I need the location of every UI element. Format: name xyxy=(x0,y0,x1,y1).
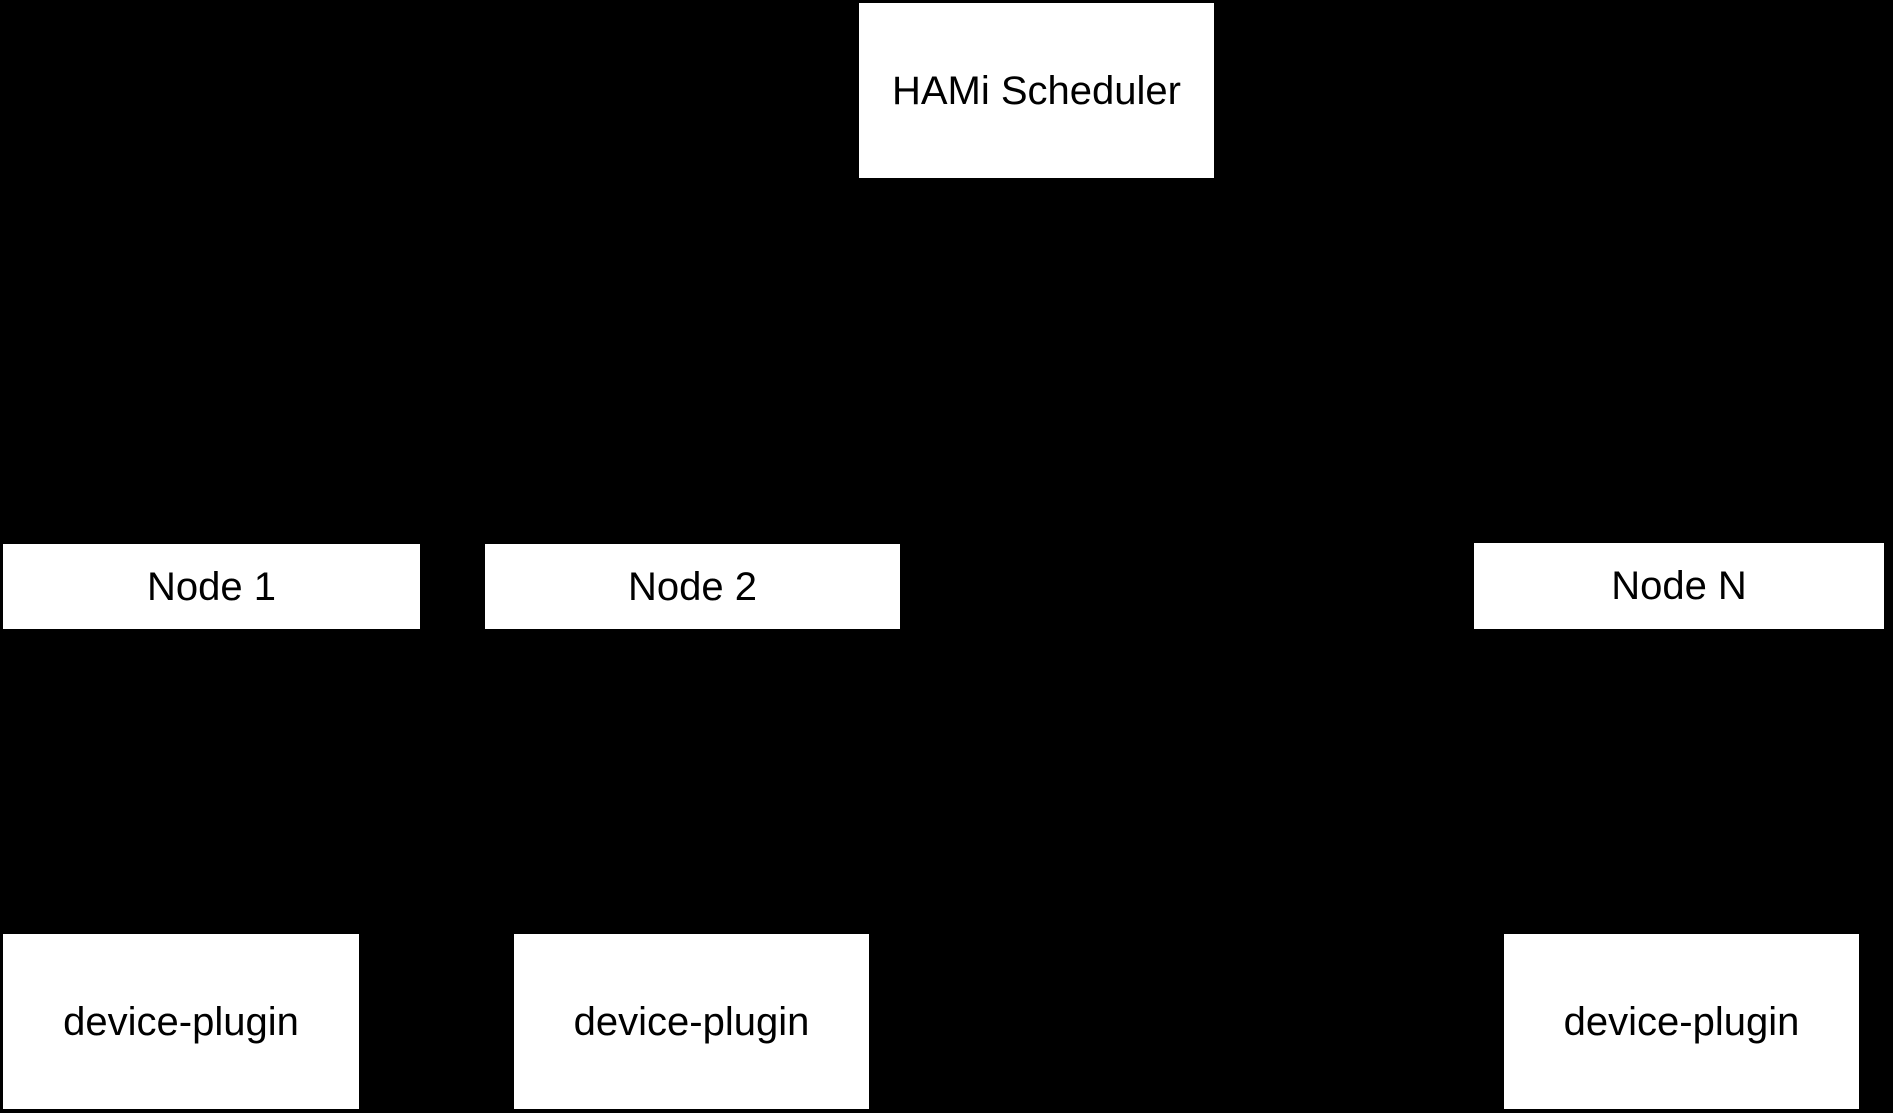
node-box-device-plugin-2: device-plugin xyxy=(513,933,870,1110)
node-label-hami-scheduler: HAMi Scheduler xyxy=(891,68,1181,113)
node-box-device-plugin-1: device-plugin xyxy=(2,933,360,1110)
node-label-node-1: Node 1 xyxy=(147,564,276,609)
node-label-device-plugin-2: device-plugin xyxy=(573,999,810,1044)
node-label-device-plugin-1: device-plugin xyxy=(63,999,299,1044)
node-label-node-2: Node 2 xyxy=(628,564,757,609)
node-box-hami-scheduler: HAMi Scheduler xyxy=(858,2,1215,179)
node-label-device-plugin-n: device-plugin xyxy=(1563,999,1800,1044)
node-box-node-n: Node N xyxy=(1473,542,1885,630)
node-label-node-n: Node N xyxy=(1611,564,1747,608)
node-box-node-2: Node 2 xyxy=(484,543,901,630)
node-box-device-plugin-n: device-plugin xyxy=(1503,933,1860,1110)
node-box-node-1: Node 1 xyxy=(2,543,421,630)
